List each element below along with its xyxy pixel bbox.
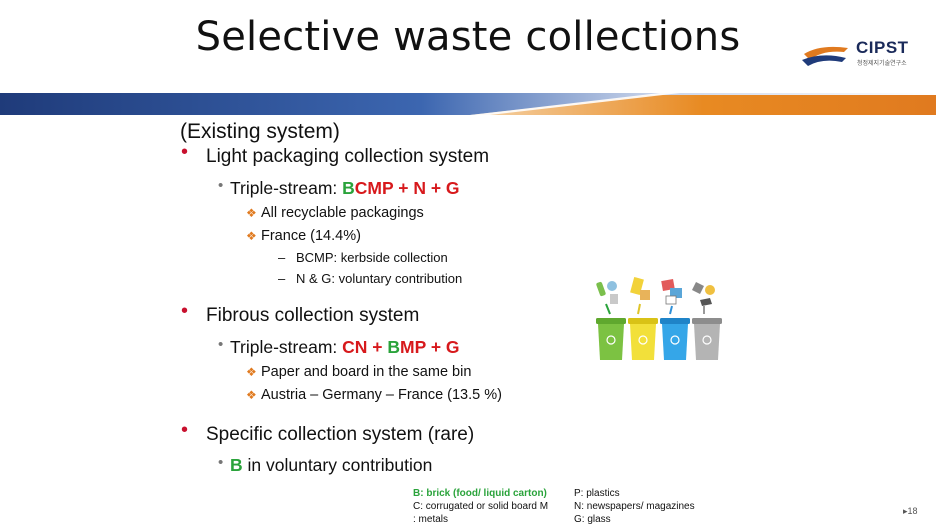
page-number-value: 18 — [907, 506, 918, 516]
point-item: Austria – Germany – France (13.5 %) — [261, 387, 502, 403]
point-item: France (14.4%) — [261, 228, 361, 244]
diamond-bullet-icon: ❖ — [246, 206, 257, 220]
bullet-dot: • — [181, 141, 189, 163]
cipst-logo-icon — [802, 46, 848, 66]
legend-c2: : metals — [413, 514, 449, 525]
logo-name: CIPST — [856, 38, 909, 57]
dash-bullet: – — [278, 271, 286, 286]
legend-p: P: plastics — [574, 488, 620, 499]
header-band — [0, 93, 936, 115]
page-title: Selective waste collections — [195, 14, 741, 60]
section-heading: Light packaging collection system — [206, 146, 490, 167]
bullet-dot: • — [218, 454, 224, 471]
existing-system-label: (Existing system) — [180, 120, 340, 143]
dash-bullet: – — [278, 250, 286, 265]
legend-b: B: brick (food/ liquid carton) — [413, 488, 547, 499]
bullet-dot: • — [218, 336, 224, 353]
legend-n: N: newspapers/ magazines — [574, 501, 695, 512]
stream-part-b: B — [342, 178, 355, 198]
subpoint-item: N & G: voluntary contribution — [296, 271, 463, 286]
legend-g: G: glass — [574, 514, 611, 525]
stream-rest: in voluntary contribution — [242, 455, 433, 475]
point-item: All recyclable packagings — [261, 205, 424, 221]
recycle-bins-illustration — [596, 276, 722, 360]
stream-part-b: B — [230, 455, 243, 475]
legend-right: P: plastics N: newspapers/ magazines G: … — [574, 487, 695, 526]
legend-left: B: brick (food/ liquid carton) C: corrug… — [413, 487, 548, 526]
stream-label: Triple-stream: — [230, 178, 343, 198]
diamond-bullet-icon: ❖ — [246, 365, 257, 379]
section-heading: Specific collection system (rare) — [206, 424, 475, 445]
stream-line: B in voluntary contribution — [230, 455, 432, 476]
stream-part-cn: CN + — [342, 337, 388, 357]
stream-label: Triple-stream: — [230, 337, 343, 357]
point-item: Paper and board in the same bin — [261, 364, 472, 380]
stream-part-rest: CMP + N + G — [354, 178, 460, 198]
stream-line: Triple-stream: CN + BMP + G — [230, 337, 460, 358]
bullet-dot: • — [218, 177, 224, 194]
page-number: ▸18 — [903, 506, 918, 516]
stream-part-b: B — [387, 337, 401, 357]
logo-subtitle: 청정제지기술연구소 — [857, 61, 907, 67]
subpoint-item: BCMP: kerbside collection — [296, 250, 448, 265]
section-heading: Fibrous collection system — [206, 305, 420, 326]
diamond-bullet-icon: ❖ — [246, 229, 257, 243]
diamond-bullet-icon: ❖ — [246, 388, 257, 402]
legend-c1: C: corrugated or solid board M — [413, 501, 549, 512]
bullet-dot: • — [181, 300, 189, 322]
stream-line: Triple-stream: BCMP + N + G — [230, 178, 460, 199]
bullet-dot: • — [181, 419, 189, 441]
stream-part-rest: MP + G — [400, 337, 460, 357]
